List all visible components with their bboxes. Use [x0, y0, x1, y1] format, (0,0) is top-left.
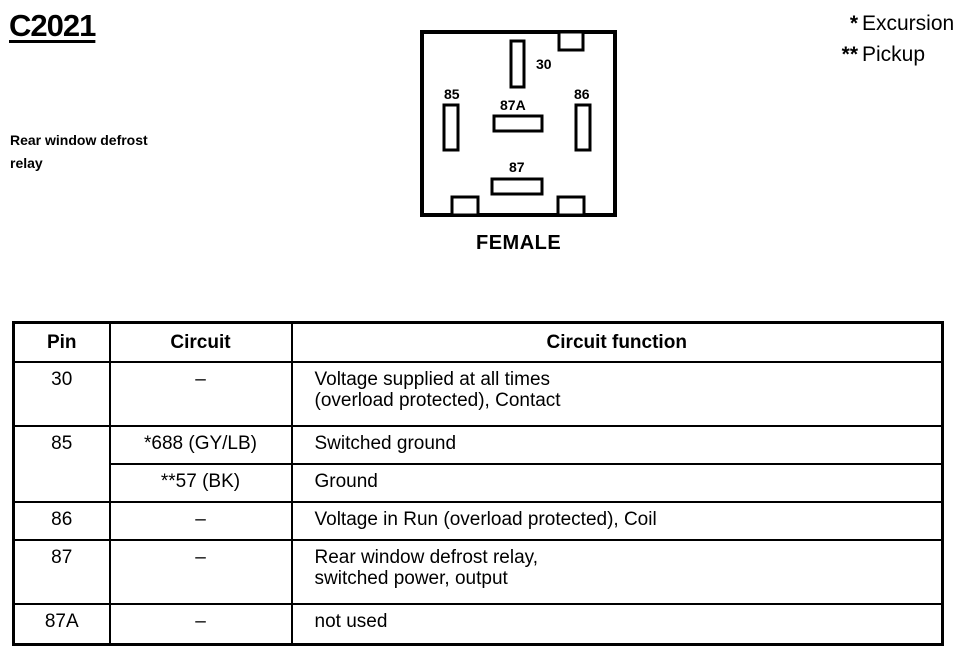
function-line: Rear window defrost relay,	[314, 547, 539, 568]
pin-label-85: 85	[444, 86, 460, 102]
circuit-cell: –	[108, 361, 293, 427]
pin-cell: 87A	[12, 603, 111, 646]
pin-cell	[12, 464, 111, 503]
latch-tab-bottom-left	[450, 195, 480, 217]
pin-label-86: 86	[574, 86, 590, 102]
pin-label-30: 30	[536, 56, 552, 72]
function-cell: not used	[290, 603, 944, 646]
table-row: 86 – Voltage in Run (overload protected)…	[12, 501, 944, 541]
terminal-85	[442, 103, 460, 152]
legend-mark: *	[849, 12, 858, 35]
pin-cell: 30	[12, 361, 111, 427]
legend-item-pickup: **Pickup	[828, 39, 954, 70]
pin-cell: 86	[12, 501, 111, 541]
circuit-cell: –	[108, 501, 293, 541]
table-row: 85 *688 (GY/LB) Switched ground	[12, 425, 944, 465]
table-row: 30 – Voltage supplied at all times (over…	[12, 361, 944, 427]
pin-label-87a: 87A	[500, 97, 526, 113]
table-row: 87A – not used	[12, 603, 944, 646]
view-label: FEMALE	[476, 232, 562, 254]
circuit-cell: –	[108, 603, 293, 646]
pin-label-87: 87	[509, 159, 525, 175]
header-function: Circuit function	[290, 321, 944, 363]
function-cell: Switched ground	[290, 425, 944, 465]
table-row: **57 (BK) Ground	[12, 463, 944, 503]
function-line: Voltage supplied at all times	[314, 369, 551, 390]
circuit-cell: **57 (BK)	[108, 463, 293, 503]
table-header-row: Pin Circuit Circuit function	[12, 321, 944, 363]
pin-cell: 87	[12, 539, 111, 605]
latch-tab-bottom-right	[556, 195, 586, 217]
pin-table: Pin Circuit Circuit function 30 – Voltag…	[12, 321, 944, 646]
circuit-cell: *688 (GY/LB)	[108, 425, 293, 465]
terminal-87a	[492, 114, 544, 133]
table-row: 87 – Rear window defrost relay, switched…	[12, 539, 944, 605]
terminal-86	[574, 103, 592, 152]
legend-mark: **	[841, 43, 858, 66]
function-cell: Rear window defrost relay, switched powe…	[290, 539, 944, 605]
legend-item-excursion: *Excursion	[828, 8, 954, 39]
terminal-87	[490, 177, 544, 196]
connector-description: Rear window defrost relay	[10, 132, 148, 171]
header-circuit: Circuit	[108, 321, 293, 363]
pin-cell: 85	[12, 425, 111, 464]
function-line: not used	[314, 611, 388, 632]
function-line: Ground	[314, 471, 378, 492]
legend-label: Excursion	[862, 12, 955, 35]
function-line: Switched ground	[314, 433, 457, 454]
header-pin: Pin	[12, 321, 111, 363]
function-line: Voltage in Run (overload protected), Coi…	[314, 509, 657, 530]
relay-connector-diagram: 30 85 87A 86 87	[420, 30, 617, 217]
function-cell: Voltage in Run (overload protected), Coi…	[290, 501, 944, 541]
legend: *Excursion **Pickup	[828, 8, 955, 70]
connector-id: C2021	[9, 8, 96, 43]
function-cell: Voltage supplied at all times (overload …	[290, 361, 944, 427]
latch-tab-top	[557, 30, 585, 52]
circuit-cell: –	[108, 539, 293, 605]
legend-label: Pickup	[862, 43, 926, 66]
function-cell: Ground	[290, 463, 944, 503]
function-line: (overload protected), Contact	[314, 390, 561, 411]
function-line: switched power, output	[314, 568, 508, 589]
terminal-30	[509, 39, 526, 89]
